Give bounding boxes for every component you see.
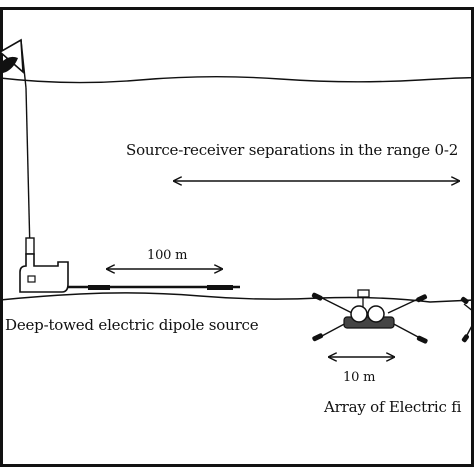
sea-surface [0, 76, 474, 84]
deep-towed-source [19, 237, 69, 293]
separation-label: Source-receiver separations in the range… [126, 141, 459, 159]
seafloor [0, 292, 474, 303]
span-10-label: 10 m [343, 370, 376, 385]
figure-frame [0, 7, 474, 467]
receiver-icon [460, 296, 474, 343]
tow-cable [25, 87, 31, 253]
source-label: Deep-towed electric dipole source [5, 316, 259, 334]
receiver-icon [311, 289, 428, 344]
array-label: Array of Electric fi [324, 398, 462, 416]
span-100-label: 100 m [147, 248, 188, 263]
dipole-antenna [68, 285, 240, 290]
